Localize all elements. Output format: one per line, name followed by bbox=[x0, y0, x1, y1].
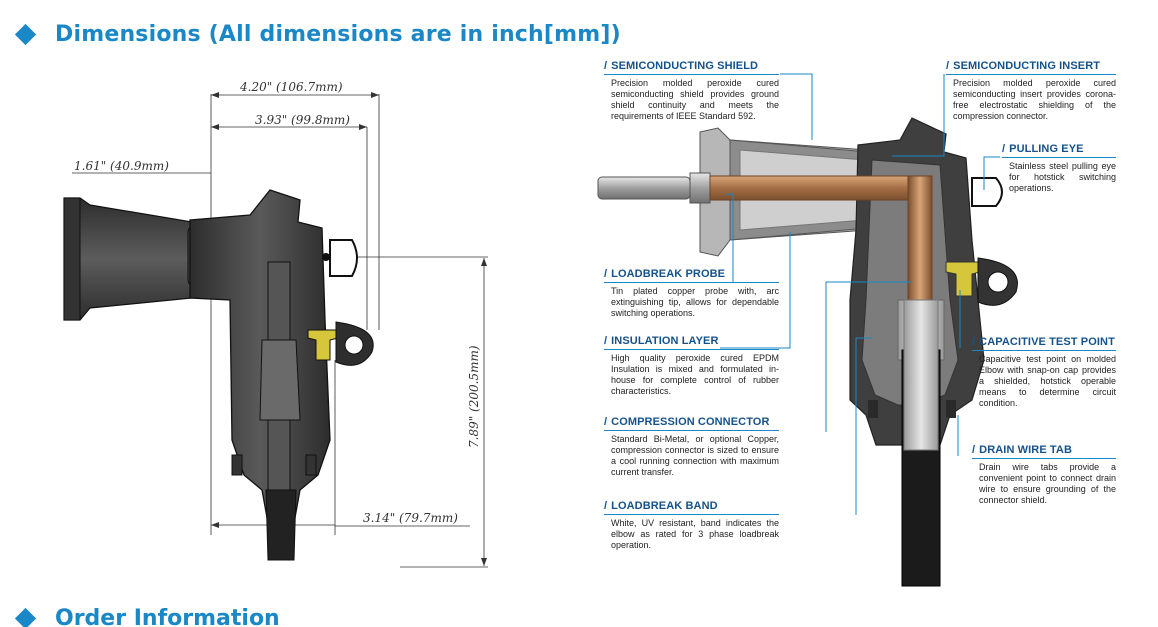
divider bbox=[972, 350, 1116, 351]
section-heading-text: Order Information bbox=[55, 606, 280, 627]
callout-title: INSULATION LAYER bbox=[611, 335, 719, 347]
dim-bushing-offset: 1.61" (40.9mm) bbox=[74, 159, 169, 173]
callout-semiconducting-shield: /SEMICONDUCTING SHIELD Precision molded … bbox=[604, 60, 779, 121]
dim-height: 7.89" (200.5mm) bbox=[467, 345, 481, 448]
callout-title: PULLING EYE bbox=[1009, 143, 1084, 155]
section-heading-dimensions: Dimensions (All dimensions are in inch[m… bbox=[14, 22, 621, 47]
callout-body: Precision molded peroxide cured semicond… bbox=[611, 78, 779, 121]
diamond-bullet-icon bbox=[14, 607, 37, 627]
callout-body: Capacitive test point on molded Elbow wi… bbox=[979, 354, 1116, 408]
divider bbox=[604, 514, 779, 515]
callout-body: Standard Bi-Metal, or optional Copper, c… bbox=[611, 434, 779, 477]
callout-leaders bbox=[720, 73, 1000, 515]
divider bbox=[604, 74, 779, 75]
callout-body: Stainless steel pulling eye for hotstick… bbox=[1009, 161, 1116, 193]
callout-semiconducting-insert: /SEMICONDUCTING INSERT Precision molded … bbox=[946, 60, 1116, 121]
divider bbox=[604, 282, 779, 283]
callout-title: SEMICONDUCTING INSERT bbox=[953, 60, 1101, 72]
callout-title: DRAIN WIRE TAB bbox=[979, 444, 1073, 456]
callout-title: COMPRESSION CONNECTOR bbox=[611, 416, 770, 428]
divider bbox=[946, 74, 1116, 75]
callout-drain-wire-tab: /DRAIN WIRE TAB Drain wire tabs provide … bbox=[972, 444, 1116, 505]
divider bbox=[972, 458, 1116, 459]
callout-loadbreak-probe: /LOADBREAK PROBE Tin plated copper probe… bbox=[604, 268, 779, 318]
callout-title: CAPACITIVE TEST POINT bbox=[979, 336, 1115, 348]
dimension-arrows bbox=[211, 92, 487, 566]
callout-body: White, UV resistant, band indicates the … bbox=[611, 518, 779, 550]
callout-body: Tin plated copper probe with, arc exting… bbox=[611, 286, 779, 318]
callout-insulation-layer: /INSULATION LAYER High quality peroxide … bbox=[604, 335, 779, 396]
divider bbox=[1002, 157, 1116, 158]
section-heading-text: Dimensions (All dimensions are in inch[m… bbox=[55, 22, 621, 47]
divider bbox=[604, 349, 779, 350]
callout-body: Drain wire tabs provide a convenient poi… bbox=[979, 462, 1116, 505]
callout-capacitive-test-point: /CAPACITIVE TEST POINT Capacitive test p… bbox=[972, 336, 1116, 408]
callout-compression-connector: /COMPRESSION CONNECTOR Standard Bi-Metal… bbox=[604, 416, 779, 477]
section-heading-order-information: Order Information bbox=[14, 606, 280, 627]
elbow-side-view bbox=[63, 189, 374, 561]
elbow-cutaway-view bbox=[597, 117, 1018, 587]
divider bbox=[604, 430, 779, 431]
dim-body-width: 3.93" (99.8mm) bbox=[255, 113, 350, 127]
callout-pulling-eye: /PULLING EYE Stainless steel pulling eye… bbox=[1002, 143, 1116, 193]
dim-overall-width: 4.20" (106.7mm) bbox=[240, 80, 343, 94]
callout-body: High quality peroxide cured EPDM Insulat… bbox=[611, 353, 779, 396]
callout-title: LOADBREAK BAND bbox=[611, 500, 718, 512]
callout-body: Precision molded peroxide cured semicond… bbox=[953, 78, 1116, 121]
callout-loadbreak-band: /LOADBREAK BAND White, UV resistant, ban… bbox=[604, 500, 779, 550]
dim-probe-offset: 3.14" (79.7mm) bbox=[363, 511, 458, 525]
callout-title: LOADBREAK PROBE bbox=[611, 268, 726, 280]
callout-title: SEMICONDUCTING SHIELD bbox=[611, 60, 759, 72]
